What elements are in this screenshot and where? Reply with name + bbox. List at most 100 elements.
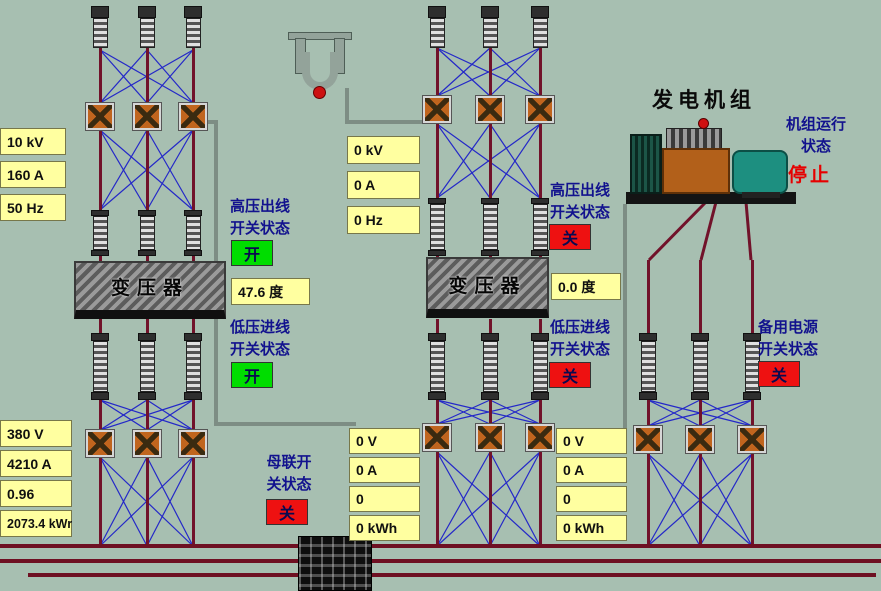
- junction-box-icon[interactable]: [86, 430, 114, 457]
- breaker-body: [185, 341, 201, 392]
- circuit-breaker-icon[interactable]: [479, 198, 501, 256]
- breaker-terminal: [743, 392, 761, 400]
- power-line: [436, 452, 439, 547]
- crane-hook-icon: [288, 28, 354, 102]
- power-line: [99, 48, 102, 103]
- label-line: 低压进线: [549, 319, 610, 336]
- breaker-terminal: [184, 250, 202, 256]
- meter-lv-voltage-mid-b: 0 V: [556, 428, 627, 454]
- meter-power-factor-mid-a: 0: [349, 486, 420, 512]
- junction-box-icon[interactable]: [476, 96, 504, 123]
- circuit-breaker-icon[interactable]: [426, 198, 448, 256]
- connector-line: [204, 120, 218, 124]
- breaker-terminal: [691, 392, 709, 400]
- transformer-left[interactable]: 变压器: [74, 261, 226, 319]
- breaker-body: [92, 18, 108, 48]
- breaker-terminal: [481, 333, 499, 341]
- status-backup-power[interactable]: 关: [758, 361, 800, 387]
- breaker-terminal: [531, 392, 549, 400]
- meter-power-factor-left: 0.96: [0, 480, 72, 507]
- generator-knob: [698, 118, 709, 129]
- status-hv-switch-mid[interactable]: 关: [549, 224, 591, 250]
- junction-box-icon[interactable]: [476, 424, 504, 451]
- meter-hv-voltage-left: 10 kV: [0, 128, 66, 155]
- circuit-breaker-icon[interactable]: [529, 333, 551, 400]
- breaker-terminal: [531, 6, 549, 18]
- label-line: 机组运行: [785, 116, 846, 133]
- status-hv-switch-left[interactable]: 开: [231, 240, 273, 266]
- breaker-terminal: [639, 333, 657, 341]
- junction-box-icon[interactable]: [86, 103, 114, 130]
- generator-graphic[interactable]: [624, 112, 800, 207]
- generator-run-status: 停止: [788, 165, 833, 186]
- junction-box-icon[interactable]: [423, 424, 451, 451]
- circuit-breaker-icon[interactable]: [426, 6, 448, 48]
- meter-hv-current-left: 160 A: [0, 161, 66, 188]
- junction-box-icon[interactable]: [526, 424, 554, 451]
- breaker-terminal: [428, 333, 446, 341]
- power-line: [489, 452, 492, 547]
- breaker-terminal: [138, 392, 156, 400]
- junction-box-icon[interactable]: [634, 426, 662, 453]
- junction-box-icon[interactable]: [179, 103, 207, 130]
- status-lv-switch-left[interactable]: 开: [231, 362, 273, 388]
- hook-bar: [288, 32, 352, 40]
- breaker-terminal: [481, 198, 499, 204]
- circuit-breaker-icon[interactable]: [529, 198, 551, 256]
- breaker-terminal: [531, 333, 549, 341]
- label-line: 关状态: [266, 475, 312, 493]
- circuit-breaker-icon[interactable]: [136, 210, 158, 256]
- label-line: 母联开: [266, 454, 312, 471]
- meter-lv-current-left: 4210 A: [0, 450, 72, 477]
- breaker-body: [692, 341, 708, 392]
- breaker-terminal: [428, 6, 446, 18]
- circuit-breaker-icon[interactable]: [89, 333, 111, 400]
- circuit-breaker-icon[interactable]: [89, 210, 111, 256]
- hook-shackle: [302, 52, 338, 90]
- breaker-body: [139, 216, 155, 250]
- circuit-breaker-icon[interactable]: [89, 6, 111, 48]
- circuit-breaker-icon[interactable]: [689, 333, 711, 400]
- circuit-breaker-icon[interactable]: [479, 333, 501, 400]
- circuit-breaker-icon[interactable]: [136, 333, 158, 400]
- breaker-body: [139, 18, 155, 48]
- breaker-body: [532, 18, 548, 48]
- junction-box-icon[interactable]: [738, 426, 766, 453]
- breaker-terminal: [691, 333, 709, 341]
- circuit-breaker-icon[interactable]: [529, 6, 551, 48]
- junction-box-icon[interactable]: [526, 96, 554, 123]
- main-bus-bar: [0, 559, 881, 563]
- breaker-body: [482, 204, 498, 250]
- label-generator-run: 机组运行 状态: [774, 114, 858, 158]
- breaker-body: [92, 341, 108, 392]
- breaker-terminal: [138, 333, 156, 341]
- junction-box-icon[interactable]: [133, 430, 161, 457]
- circuit-breaker-icon[interactable]: [426, 333, 448, 400]
- meter-transformer-temp-left: 47.6 度: [231, 278, 310, 305]
- power-line: [647, 454, 650, 547]
- junction-box-icon[interactable]: [179, 430, 207, 457]
- label-line: 开关状态: [549, 203, 610, 221]
- transformer-left-label: 变压器: [110, 278, 189, 299]
- power-line: [539, 452, 542, 547]
- circuit-breaker-icon[interactable]: [637, 333, 659, 400]
- breaker-terminal: [91, 250, 109, 256]
- label-bus-tie: 母联开 关状态: [256, 452, 322, 496]
- power-line: [489, 46, 492, 96]
- circuit-breaker-icon[interactable]: [182, 210, 204, 256]
- circuit-breaker-icon[interactable]: [479, 6, 501, 48]
- junction-box-icon[interactable]: [423, 96, 451, 123]
- power-line: [751, 454, 754, 547]
- status-bus-tie[interactable]: 关: [266, 499, 308, 525]
- breaker-body: [92, 216, 108, 250]
- junction-box-icon[interactable]: [133, 103, 161, 130]
- power-line: [99, 457, 102, 547]
- transformer-mid[interactable]: 变压器: [426, 257, 549, 318]
- circuit-breaker-icon[interactable]: [182, 6, 204, 48]
- circuit-breaker-icon[interactable]: [182, 333, 204, 400]
- status-lv-switch-mid[interactable]: 关: [549, 362, 591, 388]
- breaker-terminal: [743, 333, 761, 341]
- circuit-breaker-icon[interactable]: [136, 6, 158, 48]
- breaker-terminal: [184, 392, 202, 400]
- junction-box-icon[interactable]: [686, 426, 714, 453]
